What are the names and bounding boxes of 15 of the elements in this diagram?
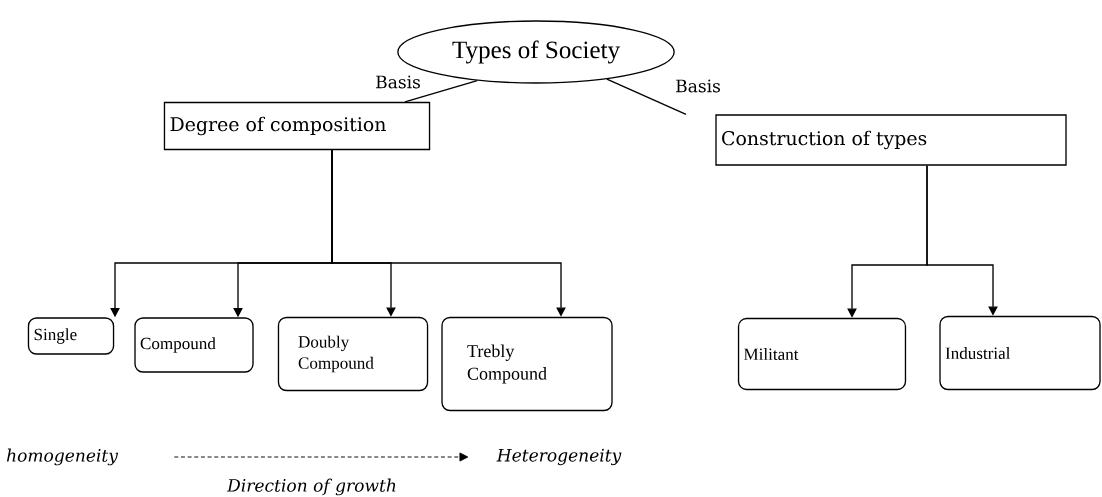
category-box: Degree of composition [163, 101, 431, 151]
type-box: Compound [134, 317, 254, 373]
axis-end-label: Heterogeneity [496, 448, 622, 466]
type-box: Trebly Compound [441, 316, 613, 412]
axis-end-label: homogeneity [6, 448, 119, 466]
edge-label: Basis [676, 79, 720, 93]
connector-line [606, 78, 687, 115]
type-box: Doubly Compound [277, 316, 429, 392]
connector-line [404, 80, 478, 103]
arrow [173, 452, 469, 462]
category-box: Construction of types [715, 114, 1067, 166]
type-box: Militant [737, 317, 907, 391]
edge-label: Direction of growth [226, 478, 396, 496]
type-box: Single [27, 317, 115, 355]
type-box: Industrial [939, 315, 1101, 391]
